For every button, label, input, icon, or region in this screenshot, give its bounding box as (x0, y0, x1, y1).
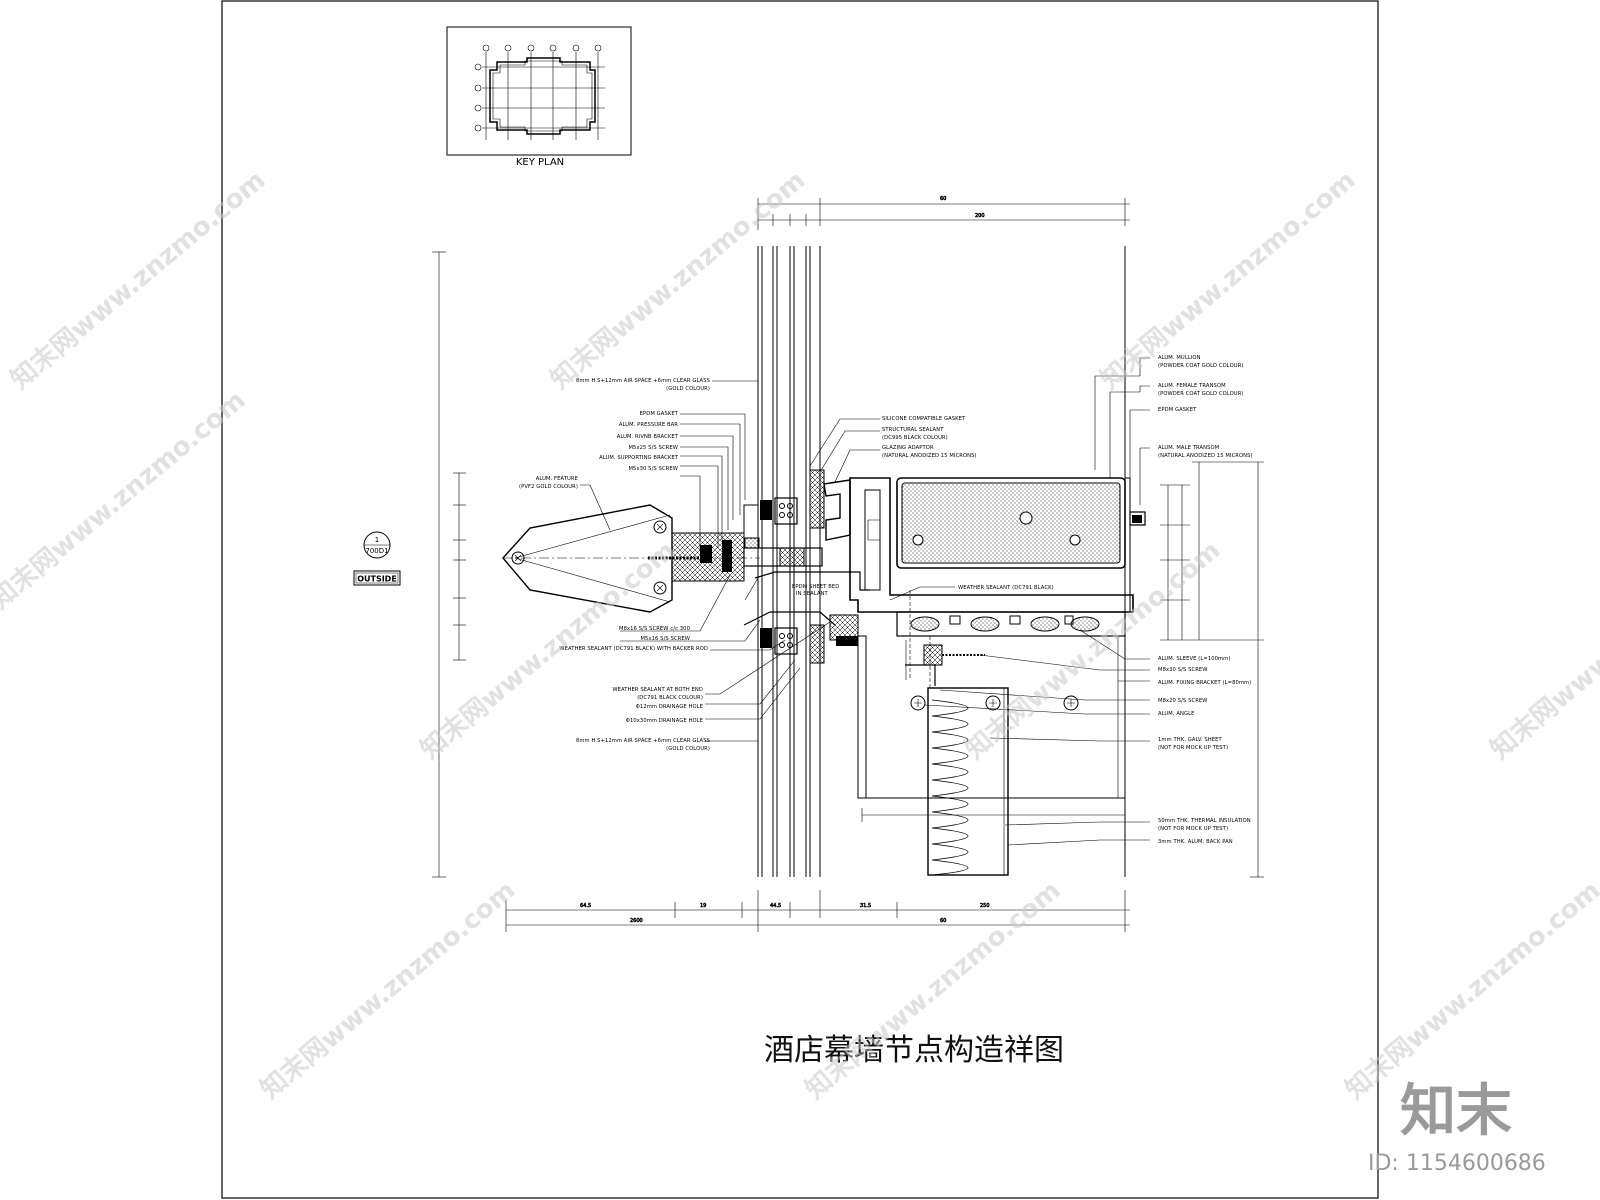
svg-text:2600: 2600 (630, 918, 643, 924)
sheet-border (221, 0, 1379, 1199)
callout-left-10: M8x16 S/S SCREW c/c 300 (619, 626, 690, 632)
callout-left-16: Φ10x30mm DRAINAGE HOLE (626, 718, 703, 724)
callout-right-0: ALUM. MULLION (1158, 355, 1201, 361)
callout-right-1: (POWDER COAT GOLD COLOUR) (1158, 363, 1244, 369)
callout-left-15: Φ12mm DRAINAGE HOLE (636, 704, 703, 710)
svg-text:44.5: 44.5 (770, 903, 781, 909)
key-plan: KEY PLAN (446, 26, 632, 168)
svg-text:250: 250 (980, 903, 990, 909)
callout-right-13: (NOT FOR MOCK UP TEST) (1158, 745, 1228, 751)
svg-text:31.5: 31.5 (860, 903, 871, 909)
outside-label: OUTSIDE (357, 575, 397, 584)
callout-right-12: 1mm THK. GALV. SHEET (1158, 737, 1223, 743)
supporting-bracket (648, 532, 823, 582)
callout-right-5: ALUM. MALE TRANSOM (1158, 445, 1219, 451)
svg-text:60: 60 (940, 196, 946, 202)
callout-center-2: (DC995 BLACK COLOUR) (882, 435, 948, 441)
callout-left-9: (PVF2 GOLD COLOUR) (519, 484, 578, 490)
callout-left-1: (GOLD COLOUR) (666, 386, 710, 392)
callout-left-11: M5x16 S/S SCREW (640, 636, 690, 642)
center-guides (909, 590, 931, 690)
callout-left-13: WEATHER SEALANT AT BOTH END (612, 687, 703, 693)
callout-left-2: EPDM GASKET (640, 411, 679, 417)
thermal-break-row (896, 611, 1126, 637)
callout-center-0: SILICONE COMPATIBLE GASKET (882, 416, 966, 422)
callouts-center: SILICONE COMPATIBLE GASKET STRUCTURAL SE… (792, 416, 1054, 597)
dimension-lines: 60 200 64.5 19 44.5 31.5 250 2600 60 (432, 196, 1264, 932)
key-plan-label: KEY PLAN (516, 157, 564, 168)
callout-center-6: IN SEALANT (796, 591, 829, 597)
callout-right-14: 50mm THK. THERMAL INSULATION (1158, 818, 1251, 824)
watermark-4: 知末网www.znzmo.com (0, 385, 251, 615)
svg-text:64.5: 64.5 (580, 903, 591, 909)
id-text: ID: 1154600686 (1368, 1151, 1546, 1176)
outside-label-box: OUTSIDE (353, 570, 401, 586)
svg-text:19: 19 (700, 903, 706, 909)
callout-right-8: M8x30 S/S SCREW (1158, 667, 1208, 673)
svg-text:60: 60 (940, 918, 946, 924)
callout-left-3: ALUM. PRESSURE BAR (619, 422, 678, 428)
callout-left-5: M5x25 S/S SCREW (628, 445, 678, 451)
callout-right-2: ALUM. FEMALE TRANSOM (1158, 383, 1226, 389)
callout-right-7: ALUM. SLEEVE (L=100mm) (1158, 656, 1230, 662)
thermal-insulation (927, 687, 1009, 876)
transom-profile (744, 477, 1134, 613)
callout-right-6: (NATURAL ANODIZED 15 MICRONS) (1158, 453, 1253, 459)
callout-right-4: EPDM GASKET (1158, 407, 1197, 413)
svg-text:200: 200 (975, 213, 985, 219)
section-tag-sheet: 700D1 (365, 547, 388, 555)
watermarks: 知末网www.znzmo.com 知末网www.znzmo.com 知末网www… (0, 165, 1600, 1105)
callout-right-15: (NOT FOR MOCK UP TEST) (1158, 826, 1228, 832)
lower-gaskets (743, 611, 859, 664)
watermark-7: 知末网www.znzmo.com (1485, 535, 1600, 765)
callout-right-3: (POWDER COAT GOLD COLOUR) (1158, 391, 1244, 397)
section-tag: 1 700D1 (363, 531, 391, 559)
watermark-8: 知末网www.znzmo.com (255, 875, 521, 1105)
callout-left-4: ALUM. RIVNB BRACKET (617, 434, 679, 440)
section-tag-number: 1 (375, 536, 379, 544)
callout-center-4: (NATURAL ANODIZED 15 MICRONS) (882, 453, 977, 459)
callout-right-16: 3mm THK. ALUM. BACK PAN (1158, 839, 1233, 845)
callout-left-8: ALUM. FEATURE (536, 476, 578, 482)
watermark-3: 知末网www.znzmo.com (1095, 165, 1361, 395)
watermark-6: 知末网www.znzmo.com (960, 535, 1226, 765)
callout-right-10: M8x20 S/S SCREW (1158, 698, 1208, 704)
callout-right-9: ALUM. FIXING BRACKET (L=80mm) (1158, 680, 1251, 686)
callout-left-17: 8mm H.S+12mm AIR SPACE +6mm CLEAR GLASS (576, 738, 710, 744)
callouts-left: 8mm H.S+12mm AIR SPACE +6mm CLEAR GLASS … (519, 378, 710, 752)
mullion-body (896, 477, 1146, 612)
callout-center-3: GLAZING ADAPTOR (882, 445, 934, 451)
callout-left-12: WEATHER SEALANT (DC791 BLACK) WITH BACKE… (559, 646, 708, 652)
callout-left-7: M5x30 S/S SCREW (628, 466, 678, 472)
callout-center-1: STRUCTURAL SEALANT (882, 427, 944, 433)
drawing-title: 酒店幕墙节点构造祥图 (764, 1033, 1064, 1068)
callout-left-6: ALUM. SUPPORTING BRACKET (599, 455, 679, 461)
watermark-2: 知末网www.znzmo.com (545, 165, 811, 395)
callout-left-18: (GOLD COLOUR) (666, 746, 710, 752)
callout-center-5: EPDM SHEET BED (792, 584, 839, 590)
brand-logo: 知末 (1400, 1079, 1512, 1144)
callouts-right: ALUM. MULLION (POWDER COAT GOLD COLOUR) … (1158, 355, 1253, 845)
watermark-1: 知末网www.znzmo.com (5, 165, 271, 395)
callout-center-7: WEATHER SEALANT (DC791 BLACK) (958, 585, 1054, 591)
callout-right-11: ALUM. ANGLE (1158, 711, 1194, 717)
callout-left-0: 8mm H.S+12mm AIR SPACE +6mm CLEAR GLASS (576, 378, 710, 384)
watermark-10: 知末网www.znzmo.com (1340, 875, 1600, 1105)
fixing-bracket (857, 635, 1125, 799)
pressure-plate (743, 469, 851, 541)
callout-left-14: (DC791 BLACK COLOUR) (637, 695, 703, 701)
leader-lines (580, 357, 1150, 846)
